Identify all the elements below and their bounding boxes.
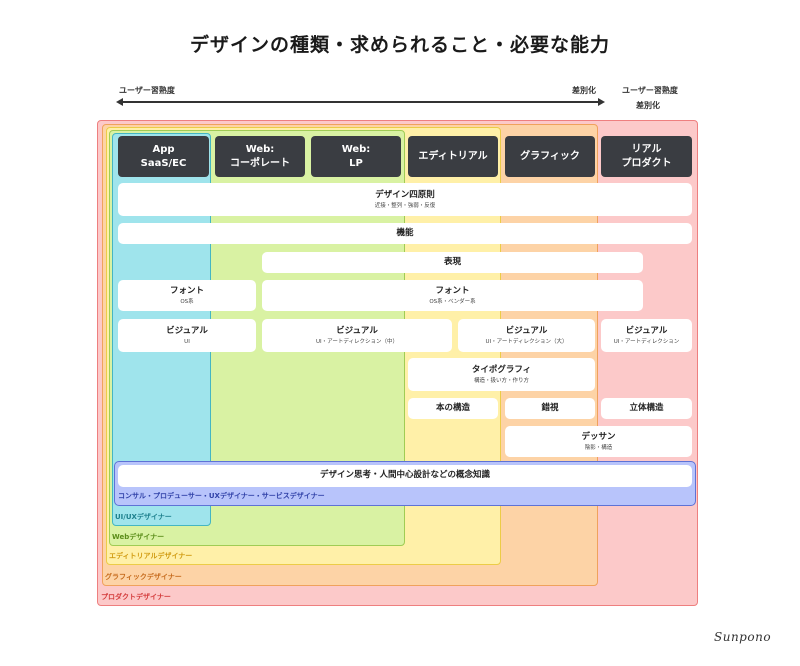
label-editorial-designer: エディトリアルデザイナー	[109, 552, 193, 560]
card-title: フォント	[435, 285, 470, 296]
label-web-designer: Webデザイナー	[112, 533, 165, 541]
column-header-real-product: リアル プロダクト	[601, 136, 692, 177]
card-expression: 表現	[262, 252, 643, 273]
card-subtitle: 近接・整列・強弱・反復	[374, 202, 436, 209]
card-visual-art-direction: ビジュアル UI・アートディレクション	[601, 319, 692, 352]
card-title: タイポグラフィ	[471, 364, 532, 375]
card-subtitle: UI・アートディレクション	[613, 338, 680, 345]
card-title: ビジュアル	[166, 325, 208, 336]
card-subtitle: UI・アートディレクション（中）	[316, 338, 398, 345]
label-product-designer: プロダクトデザイナー	[101, 593, 171, 601]
card-subtitle: 陰影・構造	[584, 444, 613, 451]
column-header-line1: グラフィック	[520, 150, 580, 162]
axis-arrow-line	[120, 101, 600, 103]
card-subtitle: 構造・扱い方・作り方	[473, 377, 529, 384]
card-visual-ui: ビジュアル UI	[118, 319, 256, 352]
axis-label-differentiation: 差別化	[572, 86, 596, 95]
card-subtitle: OS系・ベンダー系	[429, 298, 476, 305]
column-header-graphic: グラフィック	[505, 136, 595, 177]
card-subtitle: UI・アートディレクション（大）	[485, 338, 568, 345]
column-header-line1: エディトリアル	[418, 150, 488, 162]
card-design-principles: デザイン四原則 近接・整列・強弱・反復	[118, 183, 692, 216]
card-title: フォント	[169, 285, 204, 296]
column-header-line1: Web:	[341, 144, 371, 155]
column-header-line1: リアル	[631, 144, 662, 155]
card-solid-structure: 立体構造	[601, 398, 692, 419]
card-subtitle: UI	[184, 338, 190, 345]
axis-label-familiarity: ユーザー習熟度	[119, 86, 175, 95]
column-label-differentiation: 差別化	[636, 101, 660, 110]
card-visual-art-direction-large: ビジュアル UI・アートディレクション（大）	[458, 319, 595, 352]
card-title: 立体構造	[629, 402, 664, 413]
label-graphic-designer: グラフィックデザイナー	[105, 573, 182, 581]
card-title: ビジュアル	[625, 325, 668, 336]
column-header-app: App SaaS/EC	[118, 136, 209, 177]
card-function: 機能	[118, 223, 692, 244]
card-title: ビジュアル	[336, 325, 378, 336]
card-book-structure: 本の構造	[408, 398, 498, 419]
card-design-thinking: デザイン思考・人間中心設計などの概念知識	[118, 465, 692, 487]
column-header-line2: コーポレート	[230, 157, 290, 169]
column-label-familiarity: ユーザー習熟度	[622, 86, 678, 95]
card-perspective: 錯視	[505, 398, 595, 419]
card-title: 錯視	[541, 402, 559, 413]
arrow-left-icon	[116, 98, 123, 106]
label-consultant-roles: コンサル・プロデューサー・UXデザイナー・サービスデザイナー	[118, 492, 325, 500]
card-title: 本の構造	[435, 402, 470, 413]
card-font-os: フォント OS系	[118, 280, 256, 311]
card-font-vendor: フォント OS系・ベンダー系	[262, 280, 643, 311]
card-title: デッサン	[581, 431, 616, 442]
card-title: 機能	[396, 227, 414, 238]
card-dessin: デッサン 陰影・構造	[505, 426, 692, 457]
card-title: ビジュアル	[505, 325, 548, 336]
column-header-editorial: エディトリアル	[408, 136, 498, 177]
column-header-web-corporate: Web: コーポレート	[215, 136, 305, 177]
column-header-line2: プロダクト	[621, 157, 672, 169]
author-credit: Sunpono	[714, 630, 772, 644]
column-header-line2: LP	[349, 157, 363, 169]
arrow-right-icon	[598, 98, 605, 106]
card-typography: タイポグラフィ 構造・扱い方・作り方	[408, 358, 595, 391]
card-title: デザイン四原則	[375, 189, 435, 200]
column-header-line1: App	[152, 144, 175, 155]
card-visual-art-direction-medium: ビジュアル UI・アートディレクション（中）	[262, 319, 452, 352]
card-subtitle: OS系	[180, 298, 194, 305]
card-title: デザイン思考・人間中心設計などの概念知識	[319, 470, 490, 481]
column-header-line2: SaaS/EC	[140, 157, 187, 169]
column-header-line1: Web:	[245, 144, 275, 155]
label-uiux-designer: UI/UXデザイナー	[115, 513, 172, 521]
page-title: デザインの種類・求められること・必要な能力	[189, 34, 610, 56]
column-header-web-lp: Web: LP	[311, 136, 401, 177]
card-title: 表現	[443, 256, 461, 267]
